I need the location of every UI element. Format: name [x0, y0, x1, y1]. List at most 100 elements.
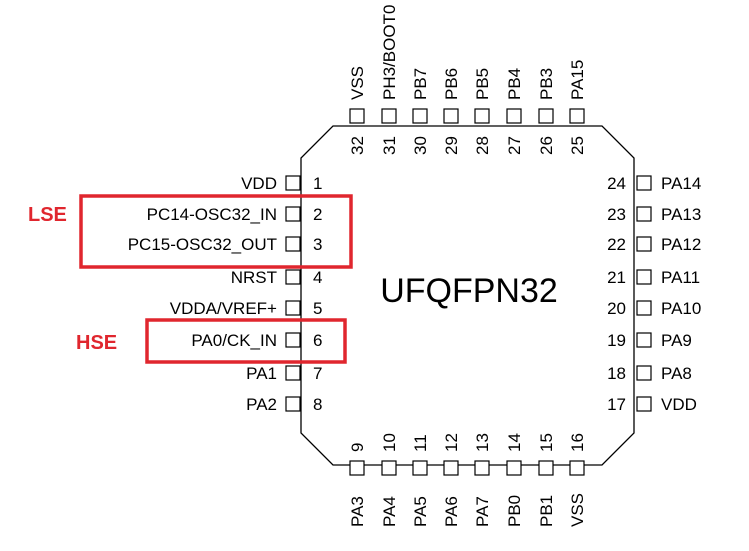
package-outline	[300, 125, 635, 466]
pin-18-pad	[636, 365, 652, 381]
pin-23-pad	[636, 206, 652, 222]
pin-31-number: 31	[380, 136, 399, 155]
pin-9-name: PA3	[348, 496, 367, 527]
pin-6-pad	[285, 332, 301, 348]
pin-24-number: 24	[607, 174, 626, 193]
pin-29-number: 29	[442, 136, 461, 155]
pin-32-number: 32	[348, 136, 367, 155]
pin-23-name: PA13	[661, 205, 701, 224]
pin-10-name: PA4	[380, 496, 399, 527]
pin-2-name: PC14-OSC32_IN	[147, 205, 277, 224]
pin-2-number: 2	[313, 205, 322, 224]
pin-5-number: 5	[313, 299, 322, 318]
pin-22-name: PA12	[661, 235, 701, 254]
pin-4-pad	[285, 269, 301, 285]
pin-5-pad	[285, 300, 301, 316]
pin-8-number: 8	[313, 395, 322, 414]
pin-1-number: 1	[313, 174, 322, 193]
pin-15-pad	[538, 460, 554, 476]
pin-13-pad	[474, 460, 490, 476]
pin-22-pad	[636, 236, 652, 252]
pin-16-pad	[569, 460, 585, 476]
pin-3-pad	[285, 236, 301, 252]
pin-17-name: VDD	[661, 395, 697, 414]
pin-19-name: PA9	[661, 331, 692, 350]
pin-14-pad	[506, 460, 522, 476]
pin-9-number: 9	[348, 443, 367, 452]
pin-23-number: 23	[607, 205, 626, 224]
lse-highlight-box	[79, 194, 353, 269]
pin-1-pad	[285, 175, 301, 191]
pin-24-pad	[636, 175, 652, 191]
pin-7-name: PA1	[246, 364, 277, 383]
pin-31-name: PH3/BOOT0	[380, 5, 399, 100]
pin-18-name: PA8	[661, 364, 692, 383]
pin-13-name: PA7	[473, 496, 492, 527]
pin-7-pad	[285, 365, 301, 381]
pin-28-number: 28	[473, 136, 492, 155]
pin-30-name: PB7	[411, 68, 430, 100]
pin-16-number: 16	[568, 433, 587, 452]
highlight-group: LSE HSE	[28, 194, 353, 364]
pin-20-number: 20	[607, 299, 626, 318]
pin-20-pad	[636, 300, 652, 316]
pin-32-name: VSS	[348, 66, 367, 100]
pin-26-number: 26	[537, 136, 556, 155]
pin-16-name: VSS	[568, 493, 587, 527]
hse-highlight-box	[145, 318, 347, 364]
pin-8-pad	[285, 396, 301, 412]
pin-28-name: PB5	[473, 68, 492, 100]
pin-1-name: VDD	[241, 174, 277, 193]
pin-27-name: PB4	[505, 68, 524, 100]
package-label: UFQFPN32	[380, 272, 558, 310]
pin-14-name: PB0	[505, 495, 524, 527]
pin-26-name: PB3	[537, 68, 556, 100]
pin-28-pad	[474, 108, 490, 124]
pin-6-name: PA0/CK_IN	[191, 331, 277, 350]
pin-30-pad	[412, 108, 428, 124]
pin-10-number: 10	[380, 433, 399, 452]
pin-21-number: 21	[607, 268, 626, 287]
pin-11-number: 11	[411, 434, 430, 452]
pin-15-name: PB1	[537, 495, 556, 527]
pin-32-pad	[349, 108, 365, 124]
pin-20-name: PA10	[661, 299, 701, 318]
pin-25-name: PA15	[568, 60, 587, 100]
pin-27-pad	[506, 108, 522, 124]
pin-19-number: 19	[607, 331, 626, 350]
pin-7-number: 7	[313, 364, 322, 383]
pin-18-number: 18	[607, 364, 626, 383]
lse-label: LSE	[28, 204, 67, 226]
pin-3-number: 3	[313, 235, 322, 254]
pin-25-number: 25	[568, 136, 587, 155]
pin-22-number: 22	[607, 235, 626, 254]
pin-6-number: 6	[313, 331, 322, 350]
pin-25-pad	[569, 108, 585, 124]
pin-2-pad	[285, 206, 301, 222]
pin-10-pad	[381, 460, 397, 476]
pin-14-number: 14	[505, 433, 524, 452]
pin-5-name: VDDA/VREF+	[170, 299, 277, 318]
pin-8-name: PA2	[246, 395, 277, 414]
pin-17-number: 17	[607, 395, 626, 414]
pin-4-number: 4	[313, 268, 322, 287]
pin-27-number: 27	[505, 136, 524, 155]
pin-30-number: 30	[411, 136, 430, 155]
pin-3-name: PC15-OSC32_OUT	[128, 235, 277, 254]
pin-12-number: 12	[442, 433, 461, 452]
pin-21-pad	[636, 269, 652, 285]
pin-24-name: PA14	[661, 174, 701, 193]
pin-19-pad	[636, 332, 652, 348]
pin-31-pad	[381, 108, 397, 124]
pin-15-number: 15	[537, 433, 556, 452]
pin-29-pad	[443, 108, 459, 124]
hse-label: HSE	[76, 332, 117, 354]
pin-26-pad	[538, 108, 554, 124]
pin-21-name: PA11	[661, 268, 700, 287]
pin-12-pad	[443, 460, 459, 476]
pin-4-name: NRST	[231, 268, 277, 287]
pin-29-name: PB6	[442, 68, 461, 100]
pin-11-name: PA5	[411, 496, 430, 527]
